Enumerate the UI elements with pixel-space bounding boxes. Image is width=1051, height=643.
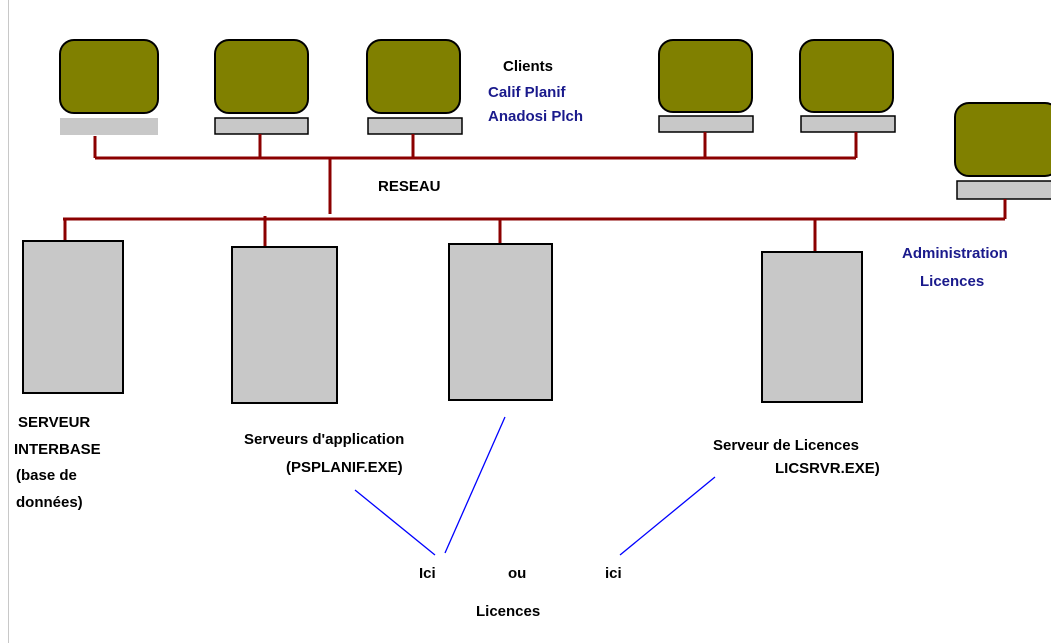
interbase-line4: données) — [16, 494, 83, 511]
app-server-box-1 — [231, 246, 338, 404]
client-workstation-4 — [658, 39, 754, 133]
keyboard-base — [214, 117, 309, 135]
licences-label: Licences — [476, 603, 541, 620]
keyboard-base — [367, 117, 463, 135]
app-servers-line2: (PSPLANIF.EXE) — [286, 459, 403, 476]
app-servers-line1: Serveurs d'application — [244, 431, 405, 448]
client-workstation-3 — [366, 39, 463, 135]
interbase-line3: (base de — [16, 467, 77, 484]
keyboard-base — [956, 180, 1051, 200]
monitor-icon — [366, 39, 461, 114]
monitor-icon — [799, 39, 894, 113]
ici-right-label: ici — [605, 565, 622, 582]
monitor-icon — [658, 39, 753, 113]
pointer-app-1 — [354, 489, 436, 556]
admin-line1: Administration — [902, 245, 1008, 262]
interbase-line1: SERVEUR — [18, 414, 91, 431]
network-label: RESEAU — [378, 178, 441, 195]
left-border — [8, 0, 9, 643]
interbase-line2: INTERBASE — [14, 441, 101, 458]
clients-line2: Anadosi Plch — [488, 108, 584, 125]
license-server-box — [761, 251, 863, 403]
admin-line2: Licences — [920, 273, 985, 290]
network-cables — [63, 132, 1007, 252]
interbase-server-box — [22, 240, 124, 394]
admin-workstation — [954, 102, 1051, 200]
pointer-lines — [354, 416, 716, 556]
monitor-icon — [59, 39, 159, 114]
license-server-line2: LICSRVR.EXE) — [775, 460, 880, 477]
monitor-icon — [214, 39, 309, 114]
monitor-icon — [954, 102, 1051, 177]
ici-left-label: Ici — [419, 565, 436, 582]
client-workstation-1 — [59, 39, 159, 135]
keyboard-base — [800, 115, 896, 133]
license-server-line1: Serveur de Licences — [713, 437, 859, 454]
ou-label: ou — [508, 565, 527, 582]
client-workstation-2 — [214, 39, 309, 135]
pointer-app-2 — [444, 416, 506, 554]
keyboard-base — [658, 115, 754, 133]
pointer-license — [619, 476, 716, 556]
app-server-box-2 — [448, 243, 553, 401]
clients-line1: Calif Planif — [488, 84, 566, 101]
clients-title: Clients — [503, 58, 554, 75]
keyboard-base — [60, 118, 158, 135]
client-workstation-5 — [799, 39, 896, 133]
